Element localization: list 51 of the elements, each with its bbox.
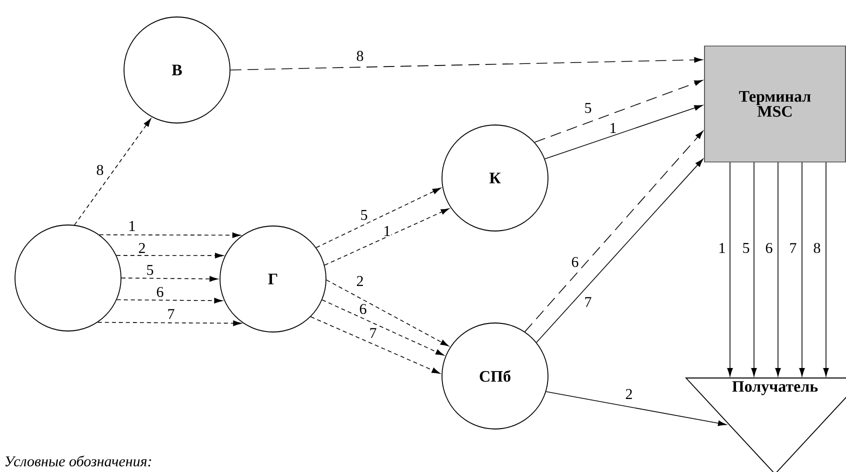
edge-label: 8 — [812, 242, 822, 254]
circle-node — [14, 224, 122, 332]
arrow — [316, 188, 441, 248]
circle-node: СПб — [442, 322, 548, 430]
arrow — [74, 118, 152, 226]
arrow — [116, 252, 224, 258]
circle-node: Г — [220, 226, 326, 332]
arrow — [751, 162, 757, 376]
arrow — [98, 320, 242, 326]
arrow — [121, 276, 218, 282]
edge-label: 7 — [166, 308, 176, 320]
arrow — [534, 80, 703, 143]
arrow — [799, 162, 805, 376]
arrow — [99, 232, 241, 238]
arrow — [310, 316, 440, 374]
edge-label: 6 — [156, 286, 164, 298]
circle-node: В — [124, 16, 230, 124]
arrow — [524, 130, 704, 332]
edge-label: 6 — [764, 242, 774, 254]
terminal-box: Терминал MSC — [704, 46, 846, 162]
edge-label: 1 — [128, 220, 136, 232]
edge-label: 5 — [742, 242, 750, 254]
edge-label: 1 — [382, 226, 392, 236]
edge-label: 7 — [368, 328, 378, 338]
arrow — [326, 280, 449, 346]
edge-label: 8 — [356, 50, 364, 62]
arrow — [775, 162, 781, 376]
edge-label: 2 — [624, 388, 634, 400]
arrow — [727, 162, 733, 376]
edge-label: 5 — [360, 210, 368, 220]
arrow — [546, 391, 726, 426]
legend-heading: Условные обозначения: — [6, 456, 152, 466]
edge-label: 7 — [788, 242, 798, 254]
edge-label: 8 — [96, 164, 104, 176]
edge-label: 2 — [138, 242, 146, 254]
edge-label: 1 — [608, 122, 618, 134]
edge-label: 6 — [570, 256, 580, 268]
arrow — [116, 298, 223, 304]
edge-label: 1 — [718, 242, 726, 254]
circle-node: К — [442, 124, 548, 232]
edge-label: 5 — [584, 102, 592, 114]
edge-label: 6 — [358, 303, 368, 315]
arrow — [823, 162, 829, 376]
arrow — [230, 57, 703, 70]
arrow — [324, 208, 450, 266]
edge-label: 2 — [356, 276, 364, 286]
edge-label: 5 — [146, 264, 154, 276]
arrow — [322, 299, 444, 356]
edge-label: 7 — [584, 296, 592, 308]
arrow — [536, 158, 704, 343]
arrow — [544, 104, 703, 160]
